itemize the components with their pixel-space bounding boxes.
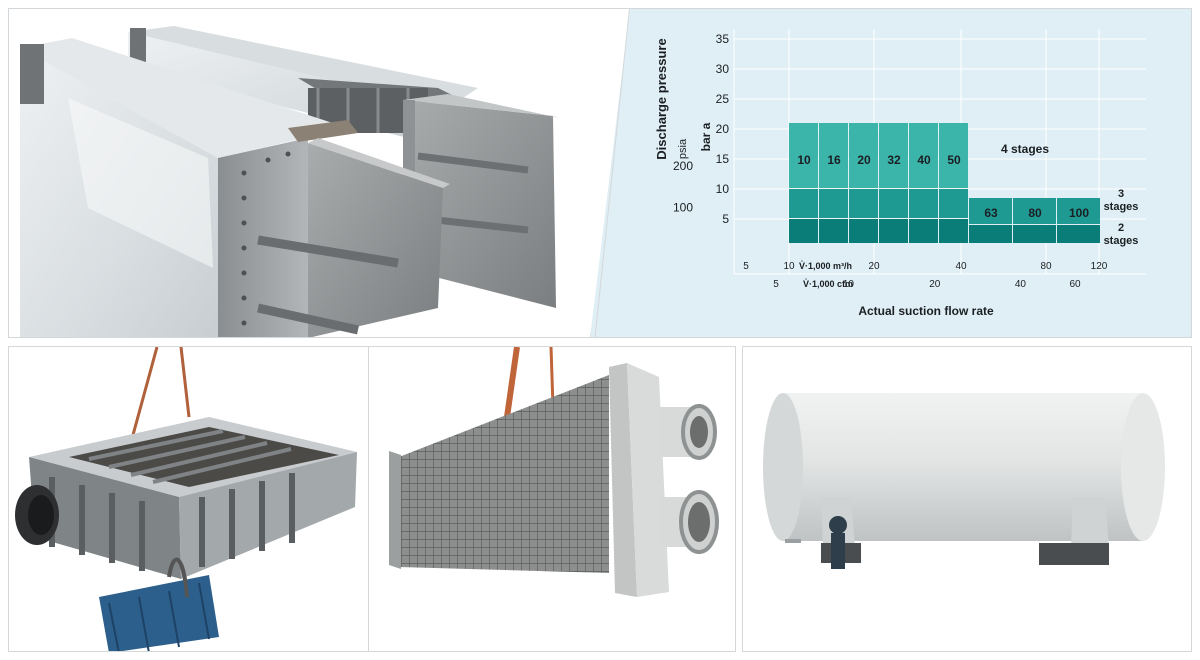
chart-ticks: 5 10 15 20 25 30 35 100 200 5 10 20 40 80 120 5 10 20 40 60	[673, 32, 1108, 290]
lifted-cooler-assembly-icon	[15, 347, 357, 651]
tile-size-label: 50	[947, 153, 961, 167]
x-tick-m3h: 40	[955, 261, 967, 272]
tile-4-stage	[849, 123, 878, 188]
y-axis-label-psia: psia	[677, 138, 689, 159]
y-tick-bar: 25	[716, 92, 730, 106]
x-tick-cfm: 40	[1015, 279, 1027, 290]
x-tick-cfm: 10	[843, 279, 855, 290]
tile-3-stage	[939, 189, 968, 218]
tile-size-label: 16	[827, 153, 841, 167]
y-tick-psia: 200	[673, 159, 693, 173]
x-tick-m3h: 5	[743, 261, 749, 272]
y-tick-bar: 30	[716, 62, 730, 76]
x-axis-label: Actual suction flow rate	[858, 304, 994, 318]
tile-3-stage	[819, 189, 848, 218]
y-tick-bar: 35	[716, 32, 730, 46]
tile-2-stage	[969, 225, 1012, 243]
tile-2-stage	[849, 219, 878, 243]
tile-4-stage	[939, 123, 968, 188]
finned-tube-bundle-icon	[389, 347, 719, 597]
photo-lifted-cooler	[8, 346, 380, 652]
photo-finned-bundle	[368, 346, 736, 652]
label-4-stages: 4 stages	[1001, 142, 1049, 156]
y-tick-psia: 100	[673, 201, 693, 215]
tile-size-label: 20	[857, 153, 871, 167]
tile-size-label: 100	[1069, 206, 1089, 220]
ducted-heat-exchanger-modules-icon	[20, 26, 560, 338]
y-tick-bar: 15	[716, 152, 730, 166]
x-tick-m3h: 80	[1040, 261, 1052, 272]
y-tick-bar: 20	[716, 122, 730, 136]
x-tick-m3h: 120	[1091, 261, 1108, 272]
y-tick-bar: 10	[716, 182, 730, 196]
photo-ducted-heat-exchanger	[8, 8, 630, 338]
tile-2-stage	[1013, 225, 1056, 243]
tile-2-stage	[789, 219, 818, 243]
x-tick-cfm: 5	[773, 279, 779, 290]
x-tick-m3h: 10	[783, 261, 795, 272]
tile-4-stage	[819, 123, 848, 188]
tile-4-stage	[789, 123, 818, 188]
chart-tiles: 10 16 20 32 40 50 63 80 100	[789, 123, 1100, 243]
tile-3-stage	[1013, 198, 1056, 224]
tile-3-stage	[849, 189, 878, 218]
tile-2-stage	[819, 219, 848, 243]
tile-4-stage	[879, 123, 908, 188]
x-unit-cfm: V̇·1,000 cfm	[803, 279, 853, 289]
tile-size-label: 32	[887, 153, 901, 167]
y-tick-bar: 5	[722, 212, 729, 226]
tile-size-label: 10	[797, 153, 811, 167]
tile-3-stage	[789, 189, 818, 218]
tile-size-label: 80	[1028, 206, 1042, 220]
tile-2-stage	[909, 219, 938, 243]
x-tick-m3h: 20	[868, 261, 880, 272]
tile-3-stage	[909, 189, 938, 218]
x-tick-cfm: 20	[929, 279, 941, 290]
tile-2-stage	[939, 219, 968, 243]
y-axis-label-bar: bar a	[699, 122, 713, 151]
tile-3-stage	[879, 189, 908, 218]
photo-pressure-vessel	[742, 346, 1192, 652]
x-tick-cfm: 60	[1070, 279, 1082, 290]
tile-3-stage	[969, 198, 1012, 224]
tile-size-label: 63	[984, 206, 998, 220]
tile-size-label: 40	[917, 153, 931, 167]
tile-3-stage	[1057, 198, 1100, 224]
y-axis-label-main: Discharge pressure	[654, 38, 669, 159]
tile-2-stage	[879, 219, 908, 243]
tile-4-stage	[909, 123, 938, 188]
horizontal-pressure-vessel-icon	[763, 393, 1165, 569]
x-unit-m3h: V̇·1,000 m³/h	[799, 261, 852, 271]
tile-2-stage	[1057, 225, 1100, 243]
